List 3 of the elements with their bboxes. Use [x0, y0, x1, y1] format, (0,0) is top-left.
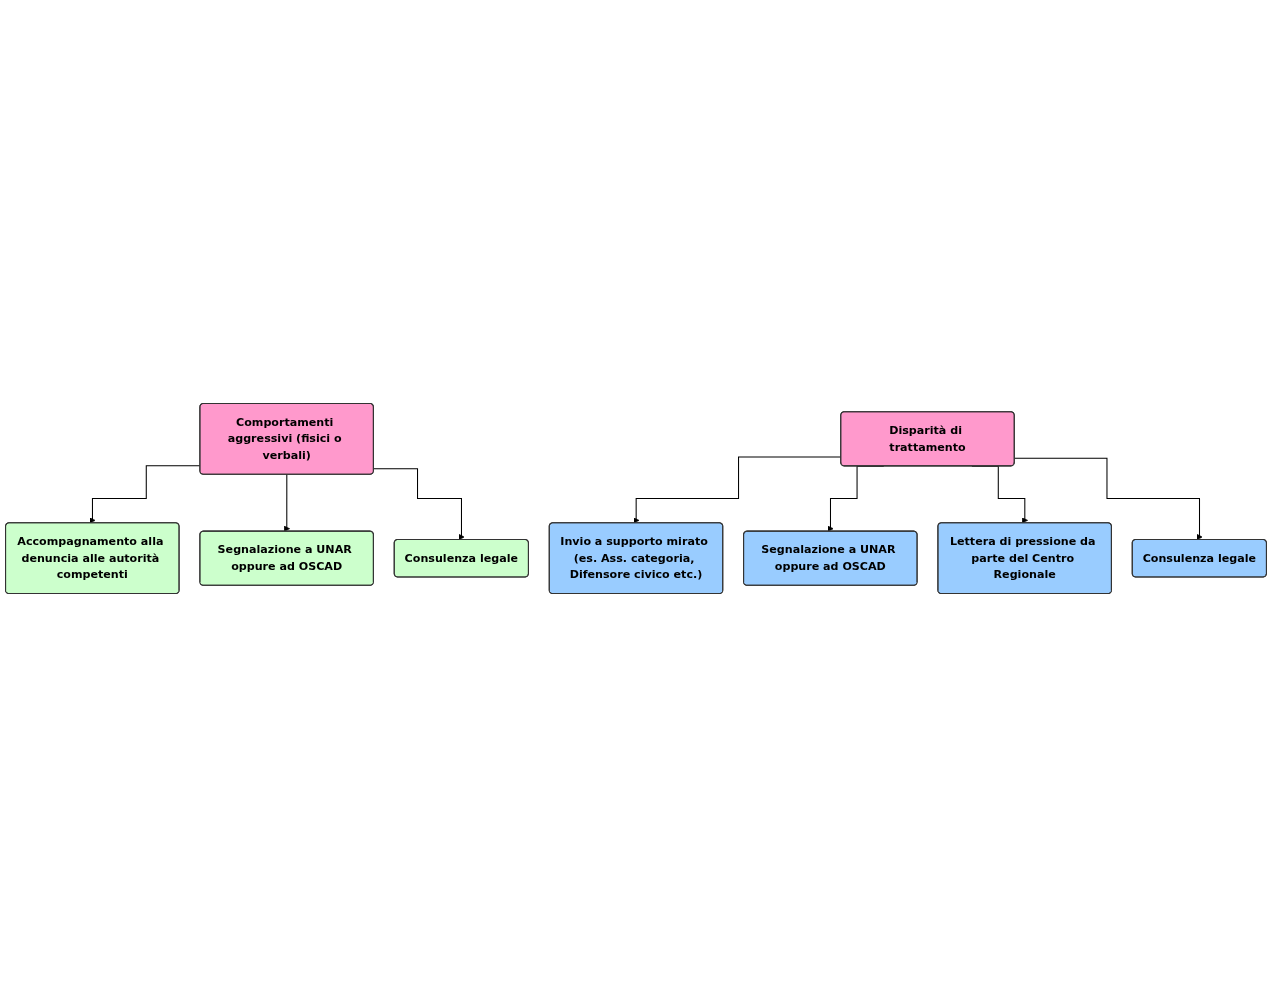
arrow: [283, 474, 290, 532]
arrow: [373, 468, 465, 541]
arrow: [1014, 457, 1203, 541]
